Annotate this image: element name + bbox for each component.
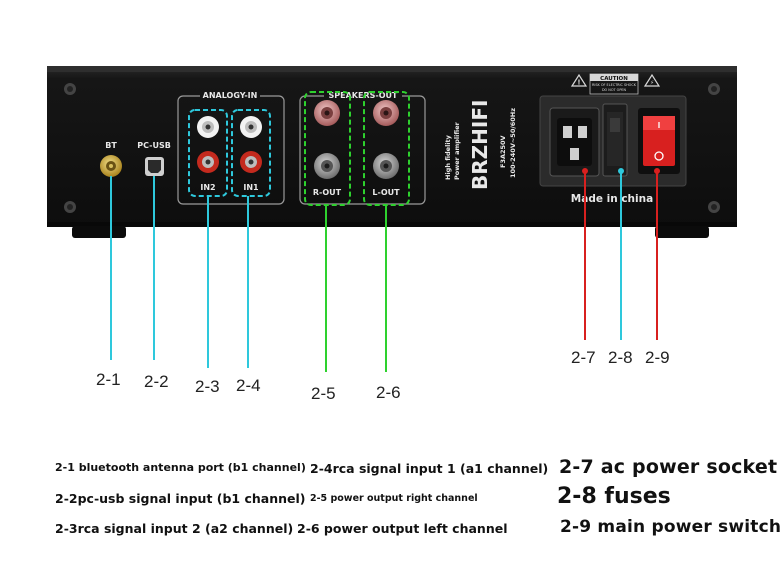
legend-2-9: 2-9 main power switch bbox=[560, 517, 780, 537]
tagline-1: High fidelity bbox=[444, 134, 452, 180]
speakers-out-heading: SPEAKERS-OUT bbox=[329, 91, 398, 100]
legend-2-5: 2-5 power output right channel bbox=[310, 493, 478, 504]
leader-2-9-dot bbox=[654, 168, 660, 174]
callout-2-6: 2-6 bbox=[376, 383, 401, 402]
binding-post-l-gray[interactable] bbox=[373, 153, 399, 179]
legend-2-1: 2-1 bluetooth antenna port (b1 channel) bbox=[55, 461, 306, 474]
lout-label: L-OUT bbox=[372, 188, 400, 197]
in1-highlight bbox=[231, 109, 271, 197]
svg-text:⚡: ⚡ bbox=[650, 80, 654, 87]
rout-highlight bbox=[304, 91, 351, 206]
panel-vertical-text: High fidelity Power amplifier BRZHIFI F3… bbox=[444, 100, 517, 190]
in1-label: IN1 bbox=[243, 183, 259, 192]
made-in-label: Made in china bbox=[571, 193, 653, 205]
callout-2-4: 2-4 bbox=[236, 376, 261, 395]
callout-2-5: 2-5 bbox=[311, 384, 336, 403]
legend-2-4: 2-4rca signal input 1 (a1 channel) bbox=[310, 461, 549, 476]
callout-2-3: 2-3 bbox=[195, 377, 220, 396]
analog-in-group: ANALOGY-IN IN2 IN1 bbox=[177, 90, 285, 205]
legend-2-8: 2-8 fuses bbox=[557, 484, 671, 509]
legend-2-6: 2-6 power output left channel bbox=[297, 521, 508, 536]
binding-post-l-red[interactable] bbox=[373, 100, 399, 126]
callout-2-8: 2-8 bbox=[608, 348, 633, 367]
fuse-holder[interactable] bbox=[602, 103, 628, 177]
foot-left bbox=[72, 226, 126, 238]
leader-lines bbox=[110, 168, 660, 372]
leader-2-7-dot bbox=[582, 168, 588, 174]
binding-post-r-red[interactable] bbox=[314, 100, 340, 126]
analog-in-heading: ANALOGY-IN bbox=[203, 91, 258, 100]
legend-2-7: 2-7 ac power socket bbox=[559, 456, 778, 478]
callout-2-7: 2-7 bbox=[571, 348, 596, 367]
callout-2-9: 2-9 bbox=[645, 348, 670, 367]
caution-line-2: DO NOT OPEN bbox=[602, 88, 627, 92]
legend-2-2: 2-2pc-usb signal input (b1 channel) bbox=[55, 491, 306, 506]
voltage-rating: 100-240V~50/60Hz bbox=[509, 108, 517, 178]
rca-in2-white[interactable] bbox=[197, 116, 219, 138]
main-power-switch[interactable] bbox=[638, 108, 680, 174]
callout-2-2: 2-2 bbox=[144, 372, 169, 391]
screw-icon bbox=[64, 83, 720, 213]
brand-logo: BRZHIFI bbox=[468, 100, 492, 190]
tagline-2: Power amplifier bbox=[453, 121, 461, 180]
rca-in1-red[interactable] bbox=[240, 151, 262, 173]
bt-label: BT bbox=[105, 141, 117, 150]
callout-2-1: 2-1 bbox=[96, 370, 121, 389]
power-module: ! CAUTION RISK OF ELECTRIC SHOCK DO NOT … bbox=[539, 73, 687, 187]
in2-label: IN2 bbox=[200, 183, 215, 192]
ac-power-socket[interactable] bbox=[549, 107, 600, 177]
bluetooth-antenna-port[interactable]: BT bbox=[100, 141, 122, 177]
pcusb-label: PC-USB bbox=[137, 141, 171, 150]
binding-post-r-gray[interactable] bbox=[314, 153, 340, 179]
speakers-out-group: SPEAKERS-OUT R-OUT L-OUT bbox=[299, 90, 426, 206]
rout-label: R-OUT bbox=[313, 188, 342, 197]
caution-label: ! CAUTION RISK OF ELECTRIC SHOCK DO NOT … bbox=[570, 73, 661, 95]
pc-usb-port[interactable]: PC-USB bbox=[137, 141, 171, 176]
fuse-rating: F3A250V bbox=[499, 135, 507, 168]
legend-2-3: 2-3rca signal input 2 (a2 channel) bbox=[55, 521, 294, 536]
caution-line-1: RISK OF ELECTRIC SHOCK bbox=[592, 83, 637, 87]
rca-in2-red[interactable] bbox=[197, 151, 219, 173]
caution-title: CAUTION bbox=[600, 76, 628, 82]
leader-2-8-dot bbox=[618, 168, 624, 174]
svg-text:!: ! bbox=[577, 79, 580, 87]
rca-in1-white[interactable] bbox=[240, 116, 262, 138]
foot-right bbox=[655, 226, 709, 238]
